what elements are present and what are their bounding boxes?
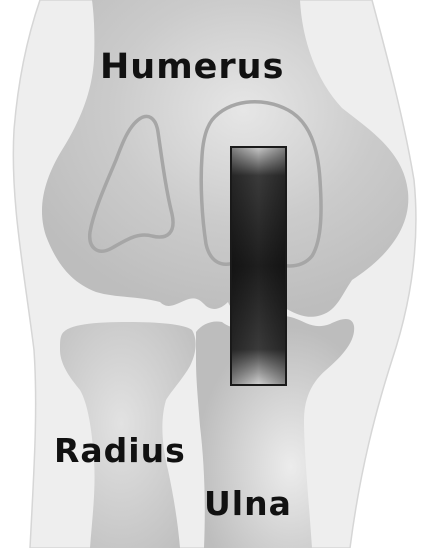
ulna-label: Ulna (204, 487, 292, 520)
humerus-label: Humerus (100, 50, 284, 85)
implant-rod-shading (232, 148, 285, 384)
radius-label: Radius (54, 434, 186, 467)
